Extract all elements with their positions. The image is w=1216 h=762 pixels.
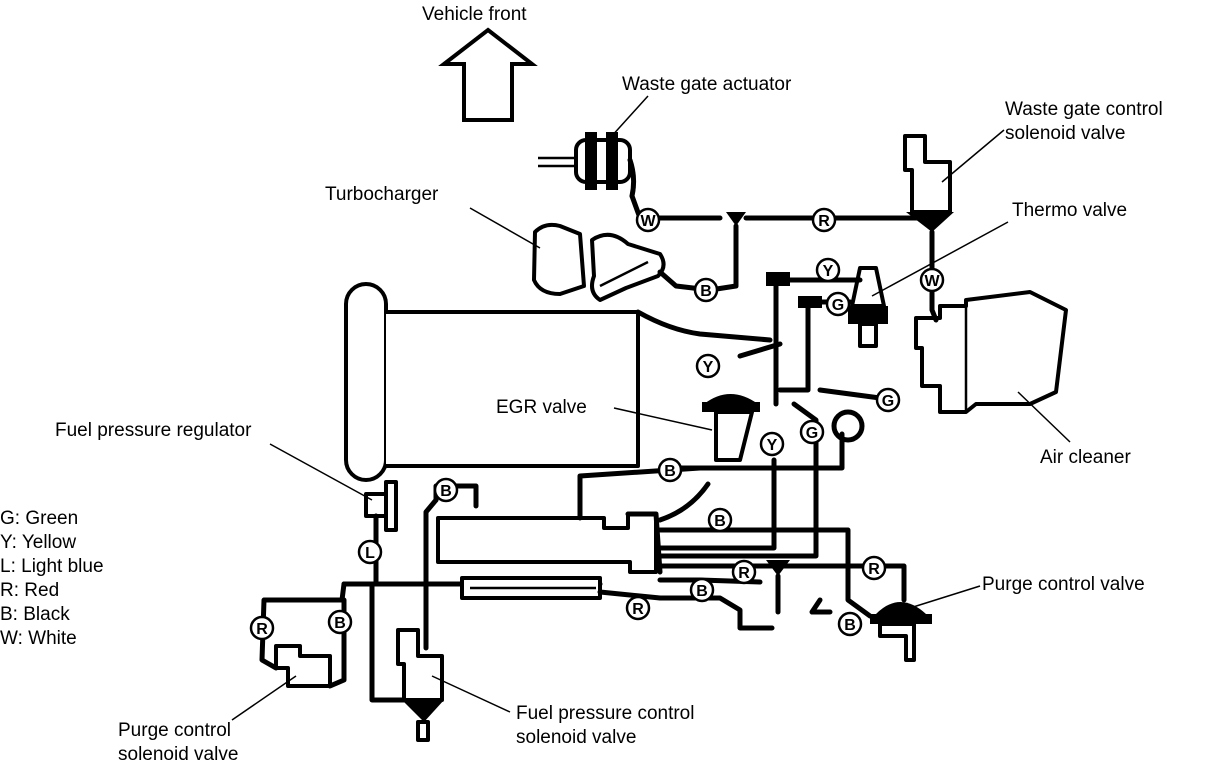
- vacuum-hoses: [259, 193, 939, 703]
- hose-tag-b-4: B: [707, 507, 733, 533]
- svg-text:L: L: [365, 545, 375, 562]
- svg-text:R: R: [738, 565, 750, 582]
- egr-valve-icon: [702, 394, 760, 462]
- fuel-pressure-control-leader: [431, 675, 511, 713]
- fuel-pressure-regulator-label: Fuel pressure regulator: [55, 420, 252, 441]
- waste-gate-control-solenoid-icon: [903, 134, 954, 232]
- hose-tags: W R W B Y G Y G Y G B B B L R R B R B R …: [249, 207, 945, 641]
- fuel-pressure-regulator-icon: [364, 480, 398, 532]
- hose-tag-y-1: Y: [815, 257, 841, 283]
- thermo-valve-label: Thermo valve: [1012, 200, 1127, 221]
- hose-tag-b-5: B: [689, 577, 715, 603]
- vehicle-front-arrow-icon: [438, 27, 538, 122]
- hose-tag-b-2: B: [657, 457, 683, 483]
- fuel-pressure-regulator-leader: [269, 443, 373, 501]
- legend-item-green: G: Green: [0, 508, 78, 529]
- svg-text:W: W: [924, 273, 940, 290]
- svg-text:Y: Y: [703, 359, 714, 376]
- legend-item-light-blue: L: Light blue: [0, 556, 104, 577]
- waste-gate-control-label-1: Waste gate control: [1005, 99, 1163, 120]
- svg-text:R: R: [256, 621, 268, 638]
- hose-tag-b-6: B: [837, 611, 863, 637]
- hose-tag-y-3: Y: [759, 431, 785, 457]
- svg-text:Y: Y: [823, 263, 834, 280]
- purge-control-solenoid-label-2: solenoid valve: [118, 744, 238, 762]
- hose-tag-g-2: G: [875, 387, 901, 413]
- intake-plenum-icon: [344, 282, 773, 482]
- hose-tag-r-5: R: [249, 615, 275, 641]
- hose-tag-w-1: W: [635, 207, 661, 233]
- vehicle-front-label: Vehicle front: [422, 4, 527, 25]
- legend-item-black: B: Black: [0, 604, 70, 625]
- hose-tag-b-3: B: [433, 477, 459, 503]
- hose-tag-w-2: W: [919, 267, 945, 293]
- svg-text:B: B: [714, 513, 726, 530]
- legend-item-white: W: White: [0, 628, 77, 649]
- hose-tag-g-1: G: [825, 291, 851, 317]
- svg-text:W: W: [640, 213, 656, 230]
- svg-text:R: R: [818, 213, 830, 230]
- fuel-pressure-control-label-2: solenoid valve: [516, 727, 636, 748]
- svg-text:B: B: [664, 463, 676, 480]
- fuel-pressure-control-solenoid-icon: [396, 628, 444, 742]
- svg-text:G: G: [882, 393, 894, 410]
- hose-tag-g-3: G: [799, 419, 825, 445]
- legend-item-yellow: Y: Yellow: [0, 532, 76, 553]
- svg-text:B: B: [700, 283, 712, 300]
- waste-gate-control-label-2: solenoid valve: [1005, 123, 1125, 144]
- purge-control-valve-leader: [909, 585, 981, 609]
- hose-tag-r-3: R: [861, 555, 887, 581]
- egr-valve-label: EGR valve: [496, 397, 587, 418]
- egr-valve-leader: [613, 407, 713, 431]
- hose-tag-r-2: R: [731, 559, 757, 585]
- legend-item-red: R: Red: [0, 580, 59, 601]
- turbocharger-icon: [532, 222, 666, 302]
- svg-text:G: G: [806, 425, 818, 442]
- svg-text:G: G: [832, 297, 844, 314]
- purge-control-solenoid-leader: [231, 675, 297, 721]
- air-cleaner-icon: [914, 290, 1068, 414]
- waste-gate-actuator-icon: [538, 132, 637, 199]
- svg-text:B: B: [696, 583, 708, 600]
- svg-text:Y: Y: [767, 437, 778, 454]
- purge-control-solenoid-label-1: Purge control: [118, 720, 231, 741]
- svg-text:B: B: [440, 483, 452, 500]
- svg-text:R: R: [868, 561, 880, 578]
- waste-gate-actuator-label: Waste gate actuator: [622, 74, 792, 95]
- fuel-pressure-control-label-1: Fuel pressure control: [516, 703, 694, 724]
- svg-text:R: R: [632, 601, 644, 618]
- throttle-body-icon: [436, 511, 663, 575]
- hose-tag-y-2: Y: [695, 353, 721, 379]
- waste-gate-control-leader: [941, 129, 1005, 183]
- hose-tag-r-1: R: [811, 207, 837, 233]
- svg-text:B: B: [844, 617, 856, 634]
- hose-tag-b-7: B: [327, 609, 353, 635]
- hose-tag-r-4: R: [625, 595, 651, 621]
- purge-control-solenoid-icon: [274, 644, 332, 688]
- hose-tag-b-1: B: [693, 277, 719, 303]
- waste-gate-actuator-leader: [609, 95, 649, 139]
- color-legend: G: Green Y: Yellow L: Light blue R: Red …: [0, 508, 104, 649]
- hose-tag-l-1: L: [357, 539, 383, 565]
- turbocharger-leader: [469, 207, 541, 249]
- air-cleaner-label: Air cleaner: [1040, 447, 1131, 468]
- purge-control-valve-icon: [870, 602, 932, 662]
- air-cleaner-leader: [1017, 391, 1071, 443]
- thermo-valve-leader: [871, 221, 1009, 297]
- turbocharger-label: Turbocharger: [325, 184, 439, 205]
- svg-text:B: B: [334, 615, 346, 632]
- purge-control-valve-label: Purge control valve: [982, 574, 1145, 595]
